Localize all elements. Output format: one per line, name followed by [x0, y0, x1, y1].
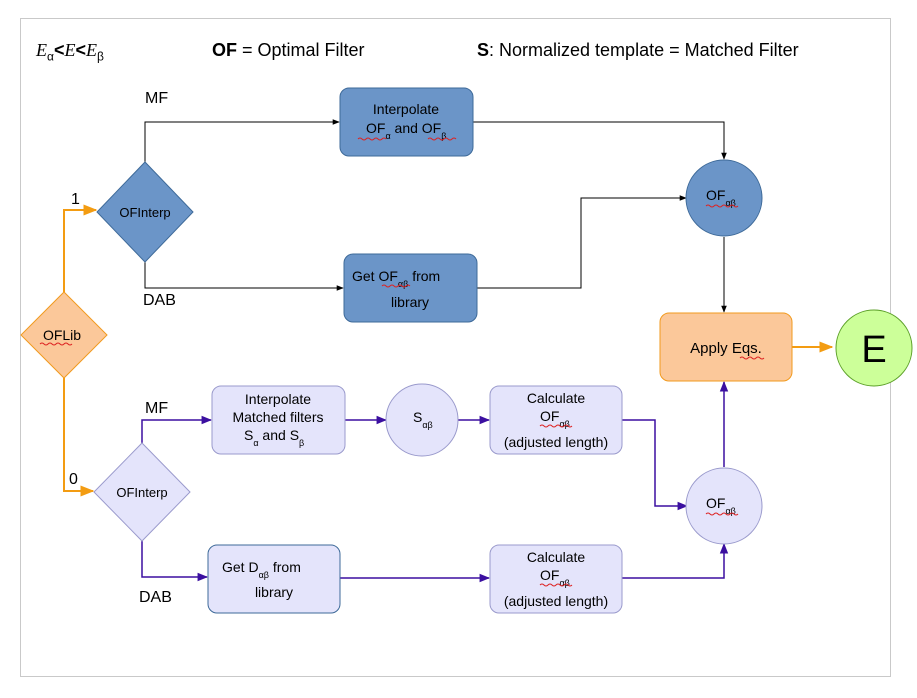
of-ab-bottom-label: OFαβ — [706, 495, 736, 516]
calc2-line1: Calculate — [527, 549, 586, 565]
calc1-line1: Calculate — [527, 390, 586, 406]
calc1-line3: (adjusted length) — [504, 434, 608, 450]
s-legend: S: Normalized template = Matched Filter — [477, 40, 799, 61]
interpolate-of-line2: OFα and OFβ — [366, 120, 446, 141]
edge-dab-top — [144, 262, 344, 291]
s-abbrev: S — [477, 40, 490, 60]
interpolate-of-line1: Interpolate — [373, 101, 439, 117]
get-of-line1: Get OFαβ from — [352, 268, 440, 289]
e-symbol: E — [64, 40, 76, 60]
interp-mf-line2: Matched filters — [232, 409, 323, 425]
of-definition: = Optimal Filter — [237, 40, 365, 60]
ofinterp-top-decision: OFInterp — [96, 161, 194, 263]
ofinterp-top-label: OFInterp — [119, 205, 170, 220]
label-one: 1 — [71, 191, 80, 208]
lt-sign: < — [75, 40, 86, 60]
calculate-of-box-1: Calculate OFαβ (adjusted length) — [489, 385, 623, 455]
label-dab-bottom: DAB — [139, 589, 172, 606]
beta-sub: β — [96, 49, 104, 64]
edge-calc-to-of — [622, 419, 689, 511]
calc1-line2: OFαβ — [540, 408, 570, 429]
edge-oflib-to-bottom — [63, 378, 95, 497]
edge-mf-top — [144, 119, 340, 162]
calc2-line3: (adjusted length) — [504, 593, 608, 609]
ofinterp-bottom-decision: OFInterp — [93, 442, 191, 542]
alpha-sub: α — [47, 49, 54, 64]
get-d-library-box: Get Dαβ from library — [207, 544, 341, 614]
of-abbrev: OF — [212, 40, 237, 60]
get-d-line1: Get Dαβ from — [222, 559, 301, 580]
e-result-label: E — [861, 329, 886, 371]
apply-eqs-label: Apply Eqs. — [690, 340, 762, 357]
of-ab-top-label: OFαβ — [706, 187, 736, 208]
calculate-of-box-2: Calculate OFαβ (adjusted length) — [489, 544, 623, 614]
oflib-label: OFLib — [43, 327, 81, 343]
label-zero: 0 — [69, 471, 78, 488]
e-symbol: E — [85, 40, 97, 60]
apply-eqs-box: Apply Eqs. — [659, 312, 793, 382]
oflib-decision: OFLib — [20, 291, 108, 379]
interp-mf-line1: Interpolate — [245, 391, 311, 407]
calc2-line2: OFαβ — [540, 567, 570, 588]
edge-get-to-of — [477, 195, 687, 289]
e-result-circle: E — [835, 309, 913, 387]
of-ab-circle-top: OFαβ — [685, 159, 763, 237]
s-definition: : Normalized template = Matched Filter — [489, 40, 799, 60]
lt-sign: < — [53, 40, 65, 60]
s-ab-circle: Sαβ — [385, 383, 459, 457]
label-mf-top: MF — [145, 90, 168, 107]
interp-mf-line3: Sα and Sβ — [244, 427, 304, 448]
edge-dab-bottom — [141, 541, 209, 582]
of-ab-circle-bottom: OFαβ — [685, 467, 763, 545]
edge-oflib-to-top — [63, 204, 98, 292]
ofinterp-bottom-label: OFInterp — [116, 485, 167, 500]
get-d-line2: library — [255, 584, 293, 600]
interpolate-of-box: Interpolate OFα and OFβ — [339, 87, 474, 157]
edge-calc2-to-of — [622, 542, 729, 579]
interpolate-matched-filters-box: Interpolate Matched filters Sα and Sβ — [211, 385, 346, 455]
e-symbol: E — [36, 40, 47, 60]
label-mf-bottom: MF — [145, 400, 168, 417]
energy-range-label: Eα<E<Eβ — [36, 40, 104, 64]
edge-mf-bottom — [141, 415, 213, 443]
of-legend: OF = Optimal Filter — [212, 40, 365, 61]
get-of-library-box: Get OFαβ from library — [343, 253, 478, 323]
label-dab-top: DAB — [143, 292, 176, 309]
s-ab-label: Sαβ — [413, 409, 433, 430]
edge-interp-to-of — [473, 121, 727, 160]
get-of-line2: library — [391, 294, 429, 310]
